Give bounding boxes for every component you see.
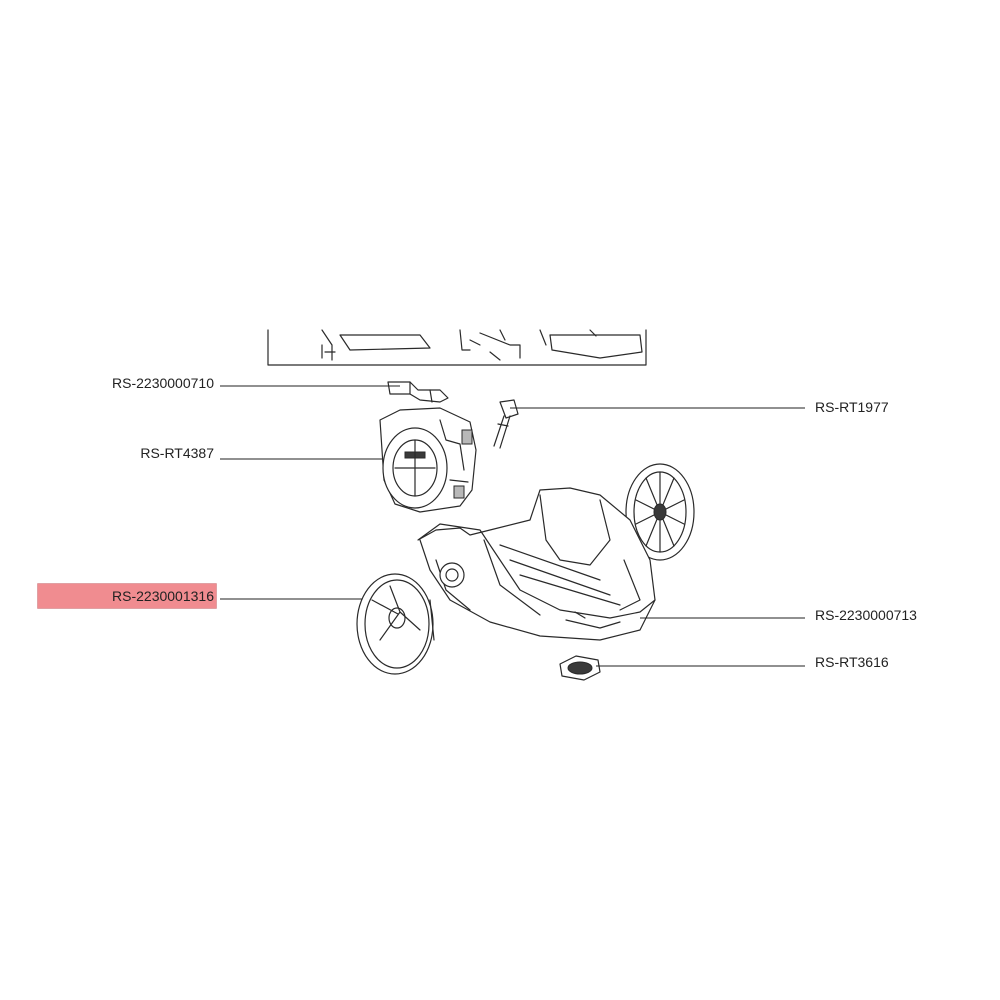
label-lid-clip[interactable]: RS-2230000710: [112, 375, 214, 391]
right-wheel-part[interactable]: [625, 463, 695, 561]
label-cable-clip[interactable]: RS-RT1977: [815, 399, 889, 415]
motor-housing-part[interactable]: [379, 407, 477, 513]
upper-assembly-fragment: [267, 329, 647, 366]
cable-clip-part[interactable]: [493, 399, 519, 449]
lid-clip-part[interactable]: [387, 381, 449, 403]
label-body-shell[interactable]: RS-2230000713: [815, 607, 917, 623]
leader-lines: [220, 385, 805, 667]
label-swivel-castor[interactable]: RS-RT3616: [815, 654, 889, 670]
body-shell-part[interactable]: [417, 487, 656, 641]
swivel-castor-part[interactable]: [559, 655, 601, 681]
left-wheel-part[interactable]: [356, 573, 435, 675]
label-left-wheel[interactable]: RS-2230001316: [37, 583, 217, 609]
label-motor-housing[interactable]: RS-RT4387: [140, 445, 214, 461]
